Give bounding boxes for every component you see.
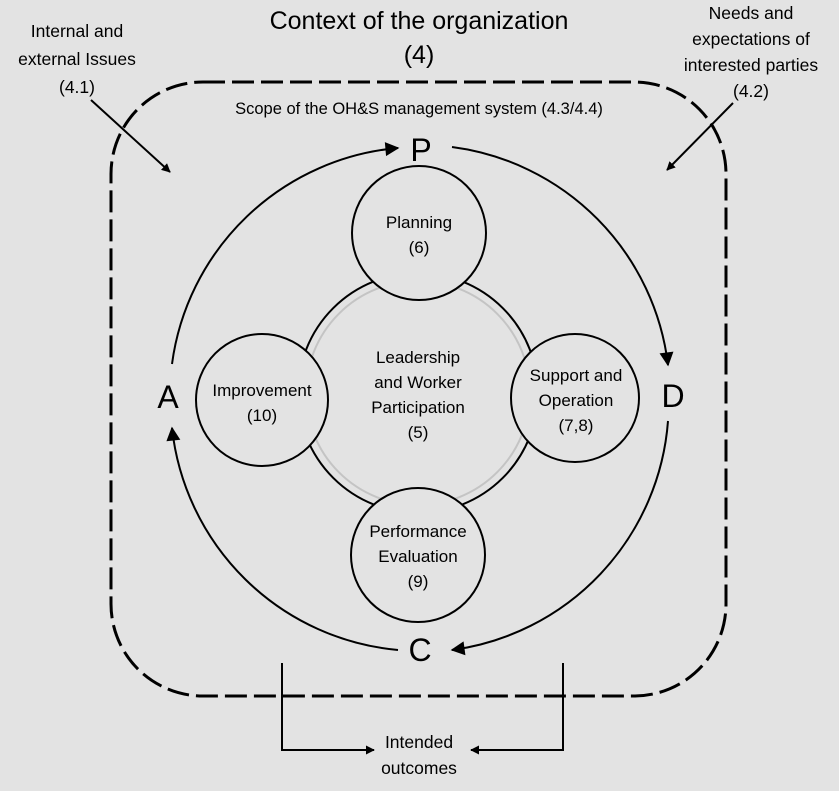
svg-text:(9): (9) — [408, 572, 429, 591]
svg-text:Evaluation: Evaluation — [378, 547, 457, 566]
svg-text:outcomes: outcomes — [381, 758, 457, 778]
plan-to-do-arc — [451, 146, 674, 367]
scope-boundary — [109, 80, 728, 698]
svg-text:(10): (10) — [247, 406, 277, 425]
svg-text:Improvement: Improvement — [212, 381, 311, 400]
performance-evaluation-label: Performance Evaluation (9) — [369, 522, 466, 591]
interested-parties-note: Needs and expectations of interested par… — [684, 3, 818, 101]
diagram-title: Context of the organization — [270, 7, 569, 35]
svg-text:Performance: Performance — [369, 522, 466, 541]
scope-label: Scope of the OH&S management system (4.3… — [235, 100, 603, 118]
svg-text:Needs and: Needs and — [709, 3, 794, 23]
interested-parties-arrow — [666, 102, 734, 171]
pdca-do-letter: D — [661, 378, 684, 414]
svg-text:(5): (5) — [408, 423, 429, 442]
pdca-check-letter: C — [408, 632, 431, 668]
svg-text:external Issues: external Issues — [18, 49, 136, 69]
planning-label: Planning (6) — [386, 213, 452, 257]
intended-outcomes-label: Intended outcomes — [381, 732, 457, 778]
svg-text:(4.1): (4.1) — [59, 77, 95, 97]
svg-text:Internal and: Internal and — [31, 21, 123, 41]
support-operation-circle — [510, 333, 640, 463]
leadership-circle — [297, 272, 539, 514]
svg-text:(6): (6) — [409, 238, 430, 257]
outcome-connector-right — [470, 663, 564, 755]
svg-text:(4.2): (4.2) — [733, 81, 769, 101]
svg-text:Support and: Support and — [530, 366, 623, 385]
internal-issues-arrow — [90, 99, 171, 173]
internal-external-issues-note: Internal and external Issues (4.1) — [18, 21, 136, 97]
diagram-title-number: (4) — [404, 41, 435, 69]
svg-text:(7,8): (7,8) — [559, 416, 594, 435]
svg-text:Participation: Participation — [371, 398, 465, 417]
improvement-label: Improvement (10) — [212, 381, 311, 425]
svg-text:Planning: Planning — [386, 213, 452, 232]
svg-text:Operation: Operation — [539, 391, 614, 410]
svg-text:Leadership: Leadership — [376, 348, 460, 367]
pdca-act-letter: A — [157, 379, 179, 415]
svg-text:expectations of: expectations of — [692, 29, 810, 49]
performance-evaluation-circle — [350, 487, 486, 623]
do-to-check-arc — [450, 420, 669, 656]
leadership-label: Leadership and Worker Participation (5) — [371, 348, 465, 442]
support-operation-label: Support and Operation (7,8) — [530, 366, 623, 435]
svg-text:interested parties: interested parties — [684, 55, 818, 75]
planning-circle — [351, 165, 487, 301]
pdca-plan-letter: P — [410, 132, 431, 168]
svg-text:Intended: Intended — [385, 732, 453, 752]
outcome-connector-left — [281, 663, 375, 755]
act-to-plan-arc — [171, 142, 400, 365]
svg-text:and Worker: and Worker — [374, 373, 462, 392]
check-to-act-arc — [166, 426, 399, 651]
improvement-circle — [195, 333, 329, 467]
